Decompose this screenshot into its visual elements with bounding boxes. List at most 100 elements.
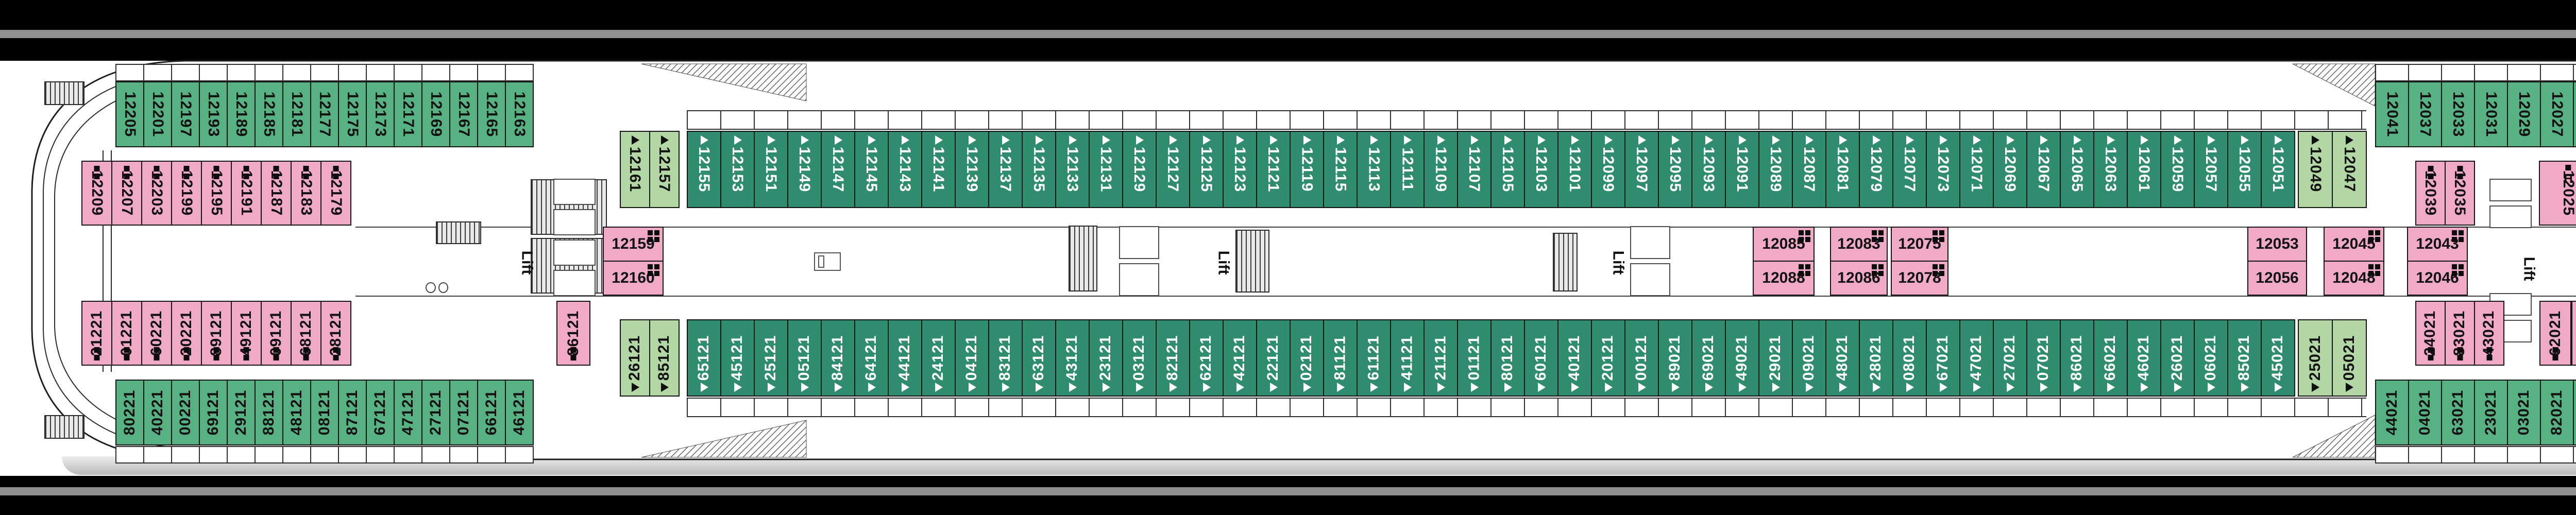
cabin-12152[interactable]: 25121	[754, 319, 788, 397]
cabin-12150[interactable]: 05121	[787, 319, 822, 397]
cabin-12112[interactable]: 21121	[1423, 319, 1458, 397]
cabin-12081[interactable]: 12081	[1825, 131, 1860, 208]
cabin-12168[interactable]: 86121	[556, 301, 590, 366]
cabin-12084[interactable]: 48021	[1825, 319, 1860, 397]
cabin-12154[interactable]: 45121	[720, 319, 755, 397]
cabin-12068[interactable]: 86021	[2060, 319, 2094, 397]
cabin-12186[interactable]: 68121	[291, 301, 321, 366]
cabin-12069[interactable]: 12069	[1993, 131, 2027, 208]
cabin-12113[interactable]: 12113	[1357, 131, 1391, 208]
cabin-12138[interactable]: 83121	[988, 319, 1023, 397]
cabin-12066[interactable]: 66021	[2093, 319, 2128, 397]
cabin-12045[interactable]: 12045	[2324, 227, 2384, 262]
cabin-12089[interactable]: 12089	[1758, 131, 1793, 208]
cabin-12147[interactable]: 12147	[821, 131, 855, 208]
cabin-12141[interactable]: 12141	[921, 131, 956, 208]
cabin-12037[interactable]: 12037	[2408, 81, 2442, 147]
cabin-12128[interactable]: 82121	[1156, 319, 1190, 397]
cabin-12086[interactable]: 12086	[1830, 261, 1888, 296]
cabin-12189[interactable]: 12189	[227, 81, 256, 147]
cabin-12102[interactable]: 20121	[1591, 319, 1625, 397]
cabin-12181[interactable]: 12181	[282, 81, 311, 147]
cabin-12144[interactable]: 44121	[888, 319, 922, 397]
cabin-12029[interactable]: 12029	[2507, 81, 2541, 147]
cabin-12119[interactable]: 12119	[1290, 131, 1324, 208]
cabin-12207[interactable]: 12207	[111, 161, 142, 226]
cabin-12209[interactable]: 12209	[81, 161, 112, 226]
cabin-12131[interactable]: 12131	[1089, 131, 1123, 208]
cabin-12065[interactable]: 12065	[2060, 131, 2094, 208]
cabin-12073[interactable]: 12073	[1926, 131, 1960, 208]
cabin-12061[interactable]: 12061	[2127, 131, 2161, 208]
cabin-12114[interactable]: 41121	[1390, 319, 1425, 397]
cabin-12197[interactable]: 12197	[171, 81, 200, 147]
cabin-12088[interactable]: 12088	[1753, 261, 1815, 296]
cabin-12101[interactable]: 12101	[1557, 131, 1592, 208]
cabin-12155[interactable]: 12155	[687, 131, 721, 208]
cabin-12133[interactable]: 12133	[1055, 131, 1090, 208]
cabin-12122[interactable]: 22121	[1256, 319, 1291, 397]
cabin-12099[interactable]: 12099	[1591, 131, 1625, 208]
cabin-12104[interactable]: 40121	[1557, 319, 1592, 397]
cabin-12190[interactable]: 09121	[261, 301, 292, 366]
cabin-12046[interactable]: 12046	[2407, 261, 2468, 296]
cabin-12091[interactable]: 12091	[1725, 131, 1759, 208]
cabin-12180[interactable]: 08121	[310, 380, 339, 445]
cabin-12167[interactable]: 12167	[449, 81, 478, 147]
cabin-12031[interactable]: 12031	[2474, 81, 2508, 147]
cabin-12182[interactable]: 28121	[320, 301, 351, 366]
cabin-12206[interactable]: 60221	[141, 301, 172, 366]
cabin-12142[interactable]: 24121	[921, 319, 956, 397]
cabin-12032[interactable]: 23021	[2474, 380, 2508, 445]
cabin-12176[interactable]: 67121	[366, 380, 395, 445]
cabin-12071[interactable]: 12071	[1959, 131, 1994, 208]
cabin-12204[interactable]: 40221	[143, 380, 172, 445]
cabin-12193[interactable]: 12193	[199, 81, 228, 147]
cabin-12051[interactable]: 12051	[2261, 131, 2295, 208]
cabin-12196[interactable]: 69121	[199, 380, 228, 445]
cabin-12075[interactable]: 12075	[1891, 227, 1948, 262]
cabin-12064[interactable]: 46021	[2127, 319, 2161, 397]
cabin-12105[interactable]: 12105	[1490, 131, 1525, 208]
cabin-12162[interactable]: 26121	[620, 319, 650, 397]
cabin-12040[interactable]: 04021	[2408, 380, 2442, 445]
cabin-12026[interactable]: 62021	[2539, 301, 2571, 366]
cabin-12115[interactable]: 12115	[1323, 131, 1358, 208]
cabin-12050[interactable]: 05021	[2332, 319, 2367, 397]
cabin-12199[interactable]: 12199	[171, 161, 202, 226]
cabin-12205[interactable]: 12205	[115, 81, 144, 147]
cabin-12177[interactable]: 12177	[310, 81, 339, 147]
cabin-12149[interactable]: 12149	[787, 131, 822, 208]
cabin-12106[interactable]: 60121	[1524, 319, 1558, 397]
cabin-12107[interactable]: 12107	[1457, 131, 1492, 208]
cabin-12060[interactable]: 06021	[2194, 319, 2228, 397]
cabin-12053[interactable]: 12053	[2247, 227, 2307, 262]
cabin-12062[interactable]: 26021	[2160, 319, 2195, 397]
cabin-12035[interactable]: 12035	[2445, 161, 2475, 226]
cabin-12052[interactable]: 25021	[2298, 319, 2333, 397]
cabin-12173[interactable]: 12173	[366, 81, 395, 147]
cabin-12134[interactable]: 43121	[1055, 319, 1090, 397]
cabin-12123[interactable]: 12123	[1223, 131, 1257, 208]
cabin-12174[interactable]: 47121	[394, 380, 422, 445]
cabin-12067[interactable]: 12067	[2026, 131, 2061, 208]
cabin-12039[interactable]: 12039	[2415, 161, 2446, 226]
cabin-12184[interactable]: 48121	[282, 380, 311, 445]
cabin-12090[interactable]: 09021	[1792, 319, 1826, 397]
cabin-12049[interactable]: 12049	[2298, 131, 2333, 208]
cabin-12185[interactable]: 12185	[255, 81, 283, 147]
cabin-12166[interactable]: 66121	[477, 380, 506, 445]
cabin-12139[interactable]: 12139	[955, 131, 989, 208]
cabin-12175[interactable]: 12175	[338, 81, 367, 147]
cabin-12044[interactable]: 44021	[2375, 380, 2409, 445]
cabin-12201[interactable]: 12201	[143, 81, 172, 147]
cabin-12159[interactable]: 12159	[603, 227, 664, 262]
cabin-12094[interactable]: 49021	[1725, 319, 1759, 397]
cabin-12161[interactable]: 12161	[620, 131, 650, 208]
cabin-12028[interactable]: 82021	[2540, 380, 2574, 445]
cabin-12092[interactable]: 29021	[1758, 319, 1793, 397]
cabin-12127[interactable]: 12127	[1156, 131, 1190, 208]
cabin-12188[interactable]: 88121	[255, 380, 283, 445]
cabin-12208[interactable]: 80221	[115, 380, 144, 445]
